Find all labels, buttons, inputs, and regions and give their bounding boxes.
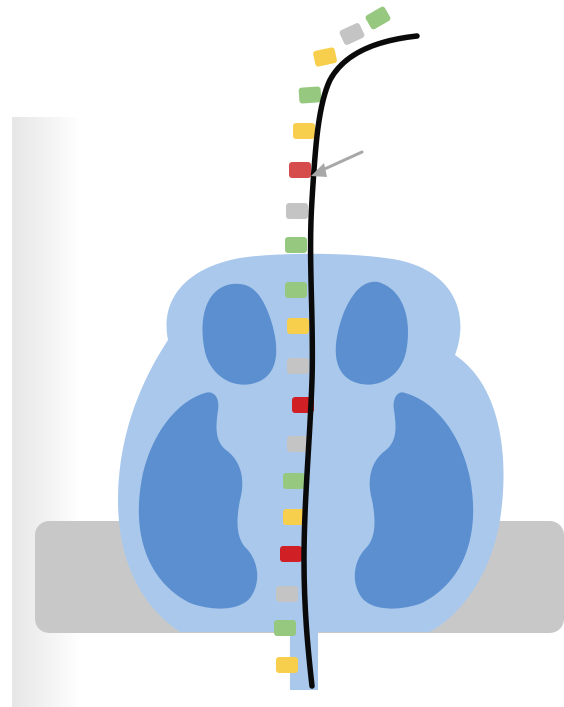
pointer-arrow <box>311 152 362 177</box>
yellow-residue <box>283 509 305 525</box>
yellow-residue <box>313 47 338 67</box>
gray-residue <box>287 436 309 452</box>
yellow-residue <box>293 123 315 139</box>
light-red-residue <box>289 162 311 178</box>
green-residue <box>298 86 321 103</box>
gray-residue <box>287 358 309 374</box>
yellow-residue <box>287 318 309 334</box>
gray-residue <box>339 22 366 46</box>
green-residue <box>283 473 305 489</box>
gray-residue <box>286 203 308 219</box>
yellow-residue <box>276 657 298 673</box>
gray-residue <box>276 586 298 602</box>
red-residue <box>280 546 302 562</box>
green-residue <box>285 282 307 298</box>
green-residue <box>285 237 307 253</box>
green-residue <box>364 6 391 31</box>
green-residue <box>274 620 296 636</box>
